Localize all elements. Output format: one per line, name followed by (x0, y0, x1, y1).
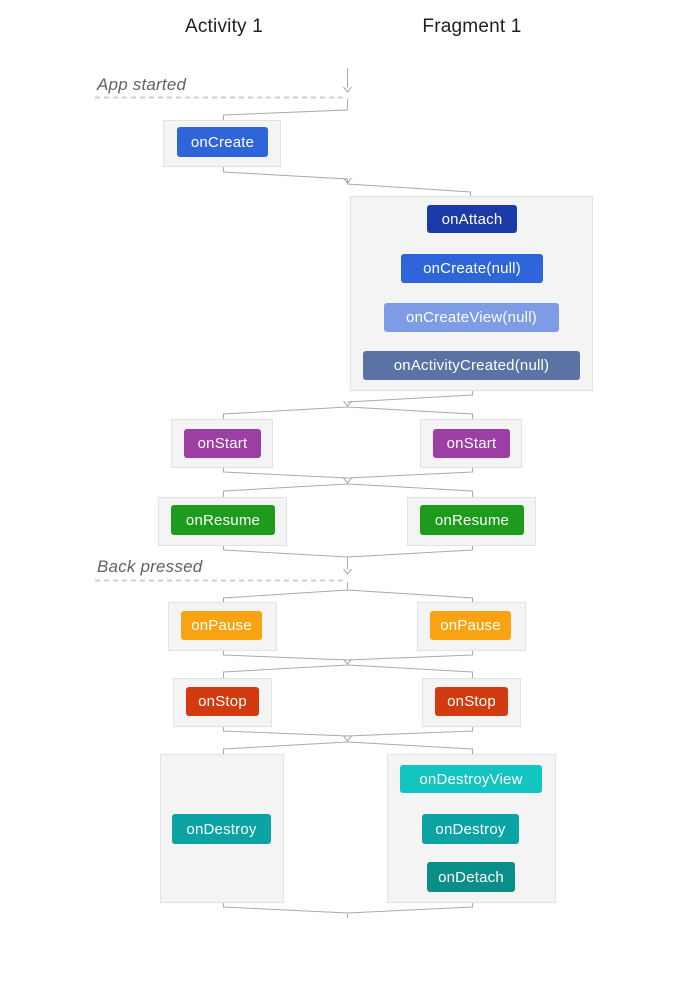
node-fragment-onactivitycreated: onActivityCreated(null) (363, 351, 580, 380)
milestone-label-app-started: App started (97, 75, 187, 94)
column-header-fragment: Fragment 1 (422, 16, 522, 37)
node-activity-onstart: onStart (184, 429, 261, 458)
node-fragment-onpause: onPause (430, 611, 511, 640)
node-activity-oncreate: onCreate (177, 127, 268, 157)
node-activity-onstop: onStop (186, 687, 259, 716)
node-activity-ondestroy: onDestroy (172, 814, 271, 844)
node-fragment-ondetach: onDetach (427, 862, 515, 892)
node-fragment-ondestroy: onDestroy (422, 814, 519, 844)
node-fragment-oncreateview: onCreateView(null) (384, 303, 559, 332)
node-activity-onpause: onPause (181, 611, 262, 640)
node-fragment-onstop: onStop (435, 687, 508, 716)
flow-arrowheads (343, 86, 352, 742)
milestone-label-back-pressed: Back pressed (97, 557, 203, 576)
node-fragment-oncreate: onCreate(null) (401, 254, 543, 283)
node-fragment-onresume: onResume (420, 505, 524, 535)
column-header-activity: Activity 1 (184, 16, 264, 37)
node-fragment-onattach: onAttach (427, 205, 517, 233)
node-activity-onresume: onResume (171, 505, 275, 535)
node-fragment-onstart: onStart (433, 429, 510, 458)
node-fragment-ondestroyview: onDestroyView (400, 765, 542, 793)
